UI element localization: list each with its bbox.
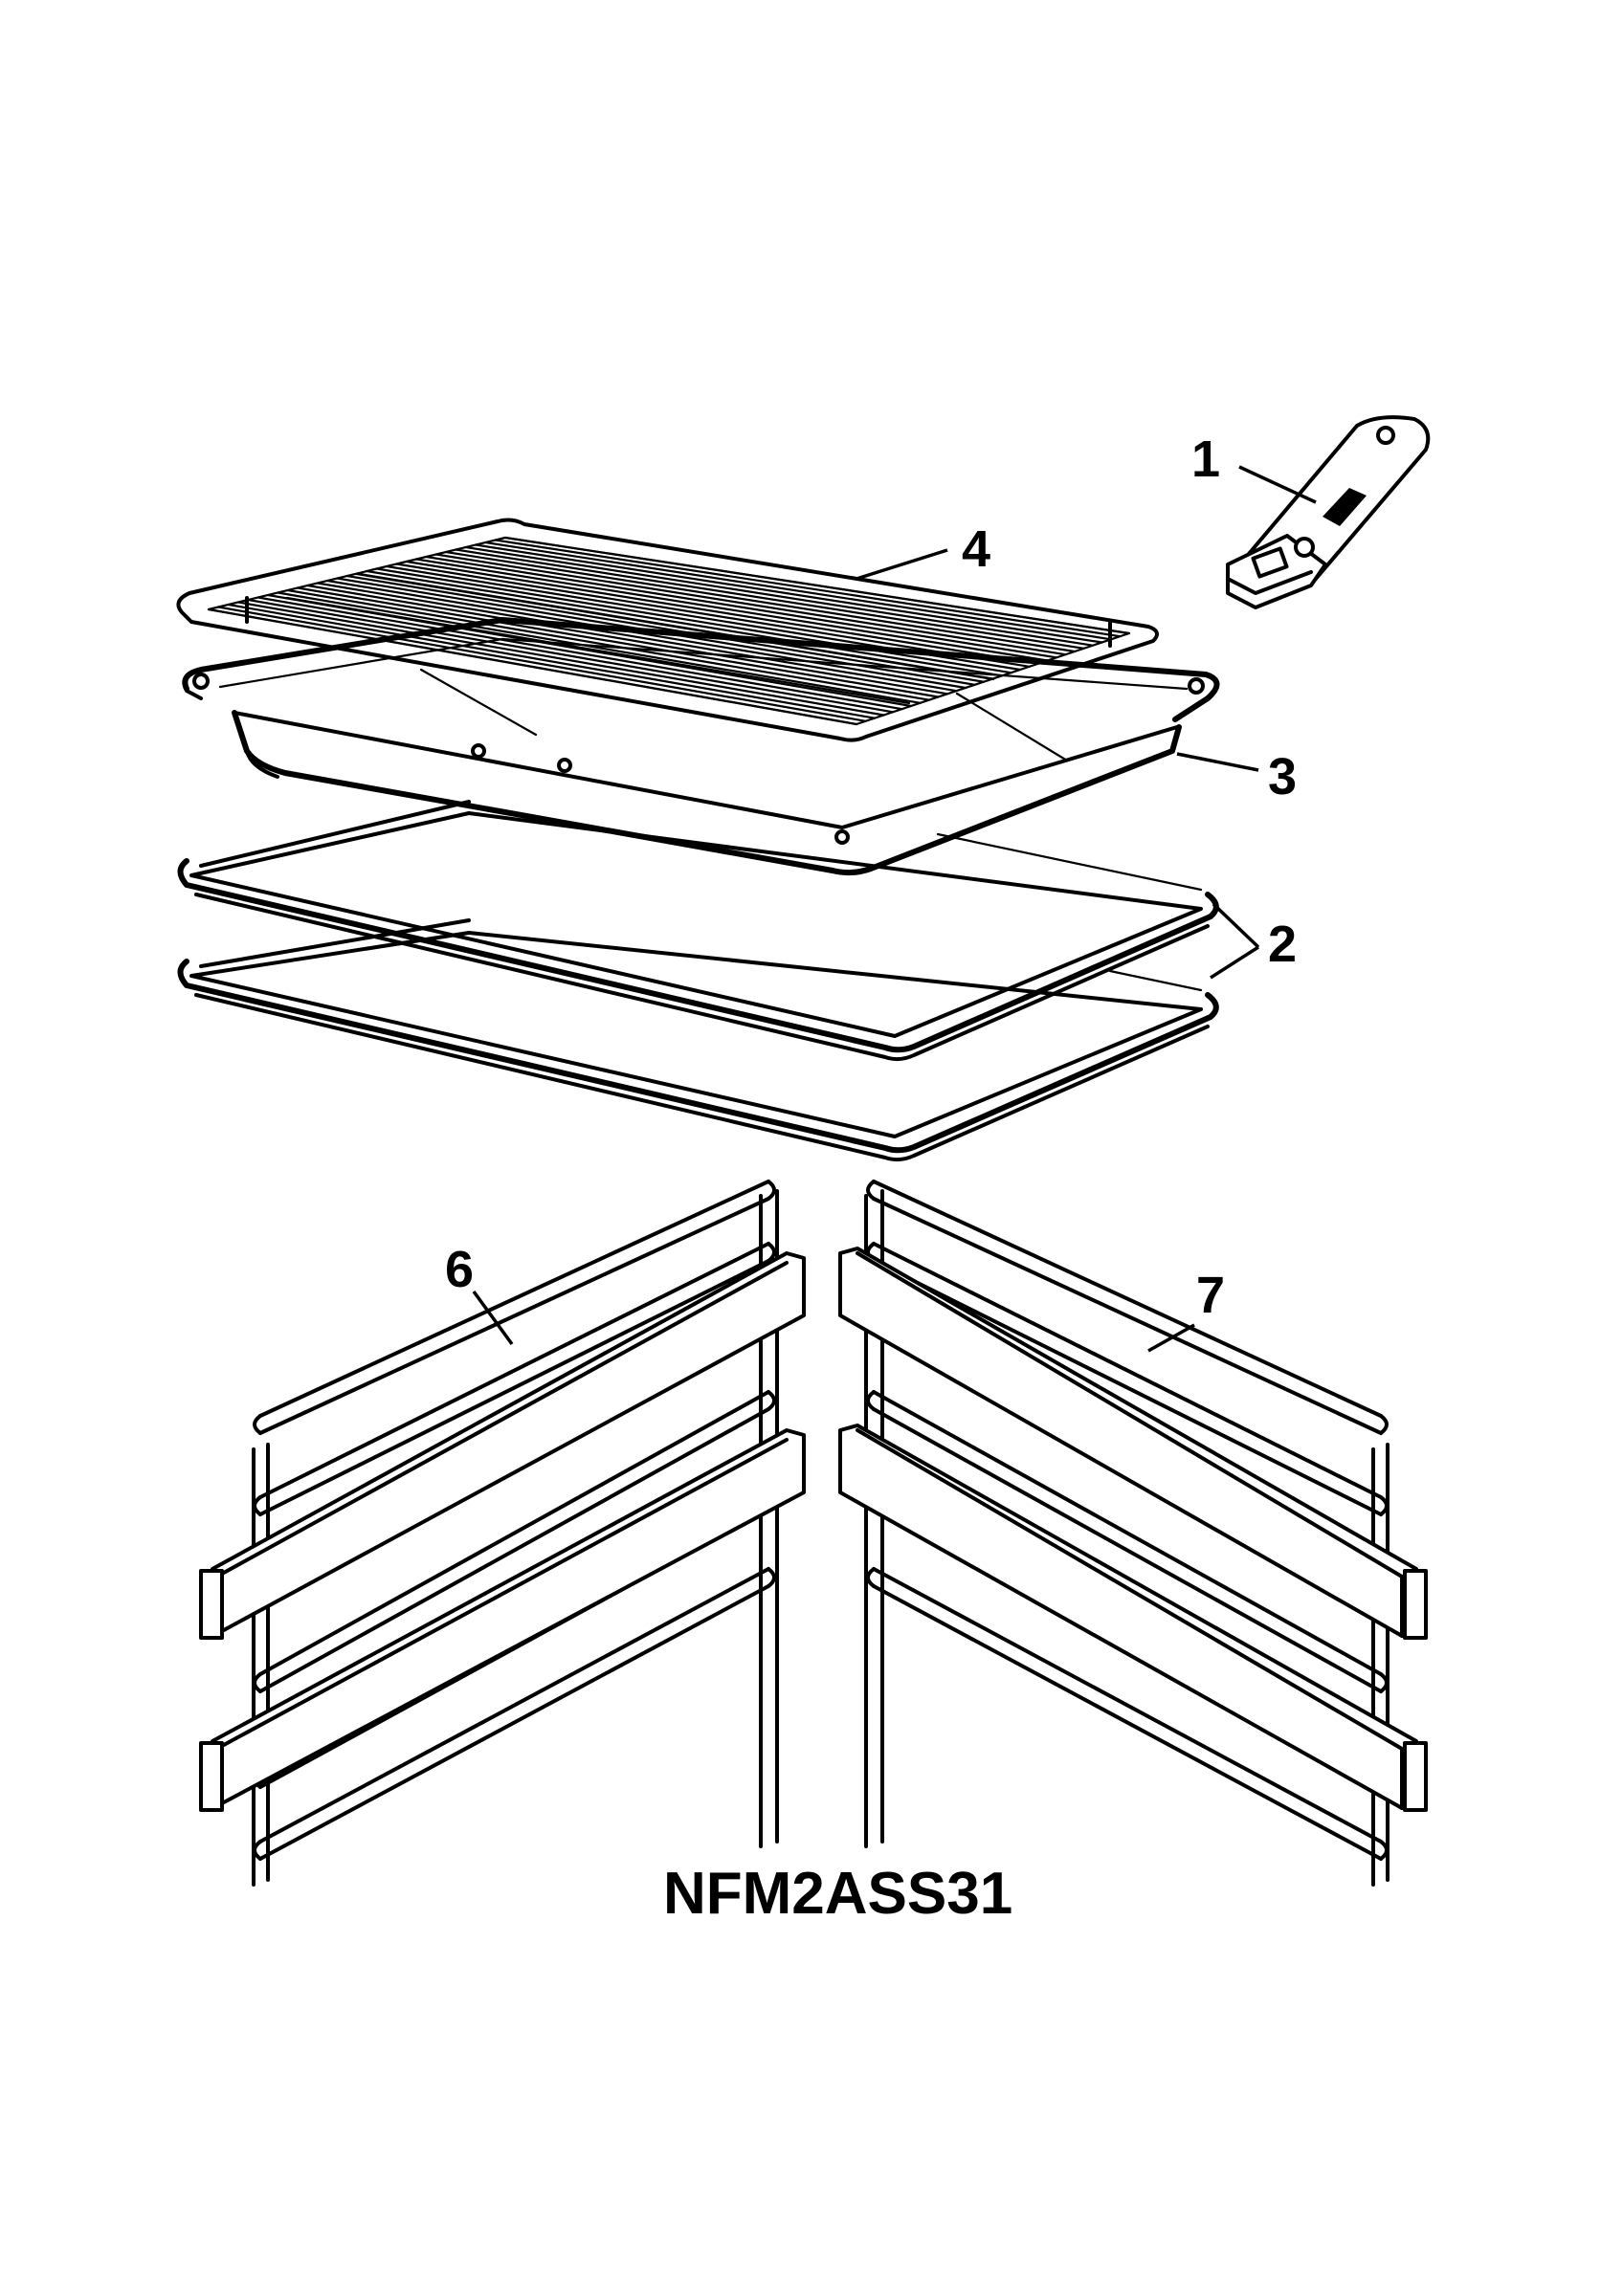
rack-wire [236, 601, 885, 717]
rack-wire [207, 607, 858, 726]
rack-wire [316, 582, 958, 693]
callout-3: 3 [1176, 748, 1297, 806]
rack-wire [455, 548, 1085, 650]
callout-label-4: 4 [962, 520, 990, 578]
rack-wire [464, 545, 1095, 647]
runner-rail-end [1379, 1672, 1389, 1693]
runner-rail-end [1379, 1840, 1389, 1861]
runner-rail [258, 1567, 770, 1843]
callout-label-1: 1 [1191, 430, 1220, 488]
runner-rail-end [767, 1567, 776, 1588]
model-code-label: NFM2ASS31 [663, 1861, 1012, 1927]
runner-rail-end [253, 1672, 262, 1693]
runner-rail-end [253, 1414, 262, 1435]
runner-rail [258, 1390, 770, 1676]
callout-label-7: 7 [1196, 1267, 1225, 1324]
runner-rail [872, 1197, 1383, 1435]
callout-2: 2 [1210, 902, 1297, 980]
runner-rail-end [1379, 1495, 1389, 1516]
callout-4: 4 [856, 520, 990, 581]
runner-rail [872, 1584, 1383, 1861]
rack-wire [366, 569, 1004, 677]
rack-wire [296, 586, 940, 698]
part-1-scraper [1226, 415, 1431, 609]
rack-wire [414, 558, 1049, 662]
runner-rail-end [1379, 1414, 1389, 1435]
callout-label-3: 3 [1268, 748, 1297, 806]
rack-wire [425, 555, 1058, 659]
rack-wire [484, 541, 1113, 641]
rack-wire [217, 606, 867, 722]
runner-rail [258, 1259, 770, 1516]
runner-rail-end [866, 1390, 876, 1411]
rack-wire [286, 588, 931, 701]
runner-rail [872, 1259, 1383, 1516]
runner-rail [872, 1242, 1383, 1499]
runner-rail-end [767, 1180, 776, 1201]
runner-rail [872, 1407, 1383, 1693]
runner-rail [258, 1242, 770, 1499]
callout-6: 6 [445, 1241, 514, 1346]
runner-rail-end [767, 1390, 776, 1411]
rack-wire [434, 553, 1067, 656]
rack-wire [405, 560, 1040, 665]
runner-rail [258, 1180, 770, 1418]
runner-rail [872, 1567, 1383, 1843]
rack-wire [494, 539, 1122, 638]
rack-wire [227, 603, 877, 719]
part-7-right-side-runner [838, 1180, 1428, 1887]
callout-label-2: 2 [1268, 916, 1297, 973]
part-2-baking-tray-lower [177, 918, 1219, 1162]
part-6-left-side-runner [199, 1180, 806, 1887]
rack-wire [277, 591, 922, 704]
rack-wire [375, 567, 1012, 674]
runner-rail [872, 1390, 1383, 1676]
runner-rail-end [253, 1840, 262, 1861]
rack-wire [306, 584, 949, 695]
runner-rail [258, 1407, 770, 1693]
rack-cross-wire [355, 572, 995, 681]
runner-rail-end [866, 1567, 876, 1588]
rack-wire [503, 536, 1131, 635]
callout-1: 1 [1191, 430, 1317, 504]
callout-label-6: 6 [445, 1241, 474, 1298]
rack-wire [395, 563, 1031, 668]
rack-wire [345, 574, 986, 683]
runner-rail [258, 1197, 770, 1435]
part-4-wire-rack [176, 518, 1159, 742]
rack-wire [247, 598, 895, 714]
runner-rail-end [253, 1495, 262, 1516]
runner-rail [258, 1584, 770, 1861]
rack-cross-wire [285, 596, 911, 705]
rack-wire [474, 543, 1103, 644]
part-3-roasting-pan [182, 617, 1220, 876]
rack-wire [325, 579, 967, 690]
runner-rail-end [866, 1180, 876, 1201]
callout-7: 7 [1147, 1267, 1225, 1353]
rack-wire [256, 596, 903, 711]
runner-rail-end [767, 1242, 776, 1263]
rack-wire [444, 550, 1077, 653]
runner-rail [872, 1180, 1383, 1418]
